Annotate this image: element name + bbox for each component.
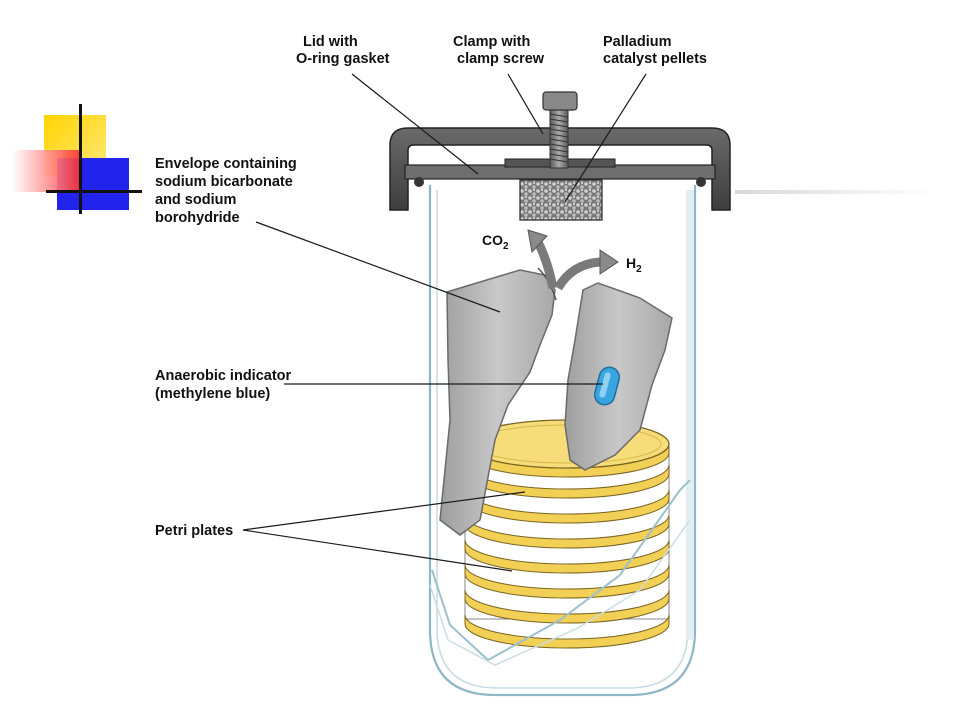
slide-accent-decoration bbox=[12, 104, 142, 214]
leader-lid bbox=[351, 73, 479, 175]
label-palladium: Palladium catalyst pellets bbox=[603, 34, 707, 67]
gas-envelope bbox=[439, 267, 673, 536]
screw-thread bbox=[549, 133, 569, 138]
label-h2: H2 bbox=[626, 255, 642, 275]
label-lid: Lid with O-ring gasket bbox=[296, 34, 390, 67]
accent-red-bar bbox=[12, 150, 82, 192]
co2-arrow-shaft bbox=[533, 239, 558, 289]
leader-lines bbox=[242, 73, 647, 572]
leader-envelope bbox=[255, 221, 501, 313]
petri-plate-rim bbox=[464, 614, 670, 649]
screw-thread bbox=[549, 158, 569, 163]
screw-thread bbox=[549, 113, 569, 118]
screw-thread bbox=[549, 153, 569, 158]
screw-thread bbox=[549, 118, 569, 123]
co2-arrow-head bbox=[527, 229, 548, 254]
petri-plate-rim bbox=[464, 564, 670, 599]
h2-arrow-head bbox=[599, 249, 619, 275]
accent-vertical-line bbox=[79, 104, 82, 214]
petri-plate-rim bbox=[464, 589, 670, 624]
leader-petri-lower bbox=[242, 529, 513, 572]
petri-plate-rim bbox=[464, 489, 670, 524]
petri-plate-rim bbox=[464, 514, 670, 549]
leader-palladium bbox=[564, 73, 647, 203]
screw-thread bbox=[549, 148, 569, 153]
screw-thread bbox=[549, 123, 569, 128]
slide-rule-decoration bbox=[735, 190, 940, 194]
indicator-highlight bbox=[599, 372, 611, 398]
o-ring-right bbox=[696, 177, 706, 187]
screw-thread bbox=[549, 143, 569, 148]
screw-thread bbox=[549, 138, 569, 143]
jar-lid-assembly bbox=[389, 91, 731, 221]
clamp-screw-head bbox=[542, 91, 578, 111]
label-co2: CO2 bbox=[482, 232, 509, 252]
accent-horizontal-line bbox=[46, 190, 142, 193]
label-petri: Petri plates bbox=[155, 523, 233, 539]
petri-plate-stack bbox=[464, 419, 670, 649]
jar-cutaway-edge-inner bbox=[429, 519, 691, 666]
h2-arrow-shaft bbox=[554, 257, 601, 291]
palladium-pellet-holder bbox=[519, 179, 603, 221]
screw-threads bbox=[549, 113, 569, 163]
leader-clamp bbox=[507, 73, 544, 135]
label-indicator: Anaerobic indicator (methylene blue) bbox=[155, 368, 295, 402]
gas-arrows bbox=[527, 229, 619, 291]
label-envelope: Envelope containing sodium bicarbonate a… bbox=[155, 156, 301, 226]
label-clamp: Clamp with clamp screw bbox=[453, 34, 545, 67]
jar-cutaway-edge bbox=[431, 479, 691, 662]
leader-petri-upper bbox=[242, 491, 526, 531]
envelope-left-half bbox=[439, 269, 556, 536]
screw-thread bbox=[549, 128, 569, 133]
o-ring-left bbox=[414, 177, 424, 187]
jar-inner-wall bbox=[436, 190, 689, 689]
